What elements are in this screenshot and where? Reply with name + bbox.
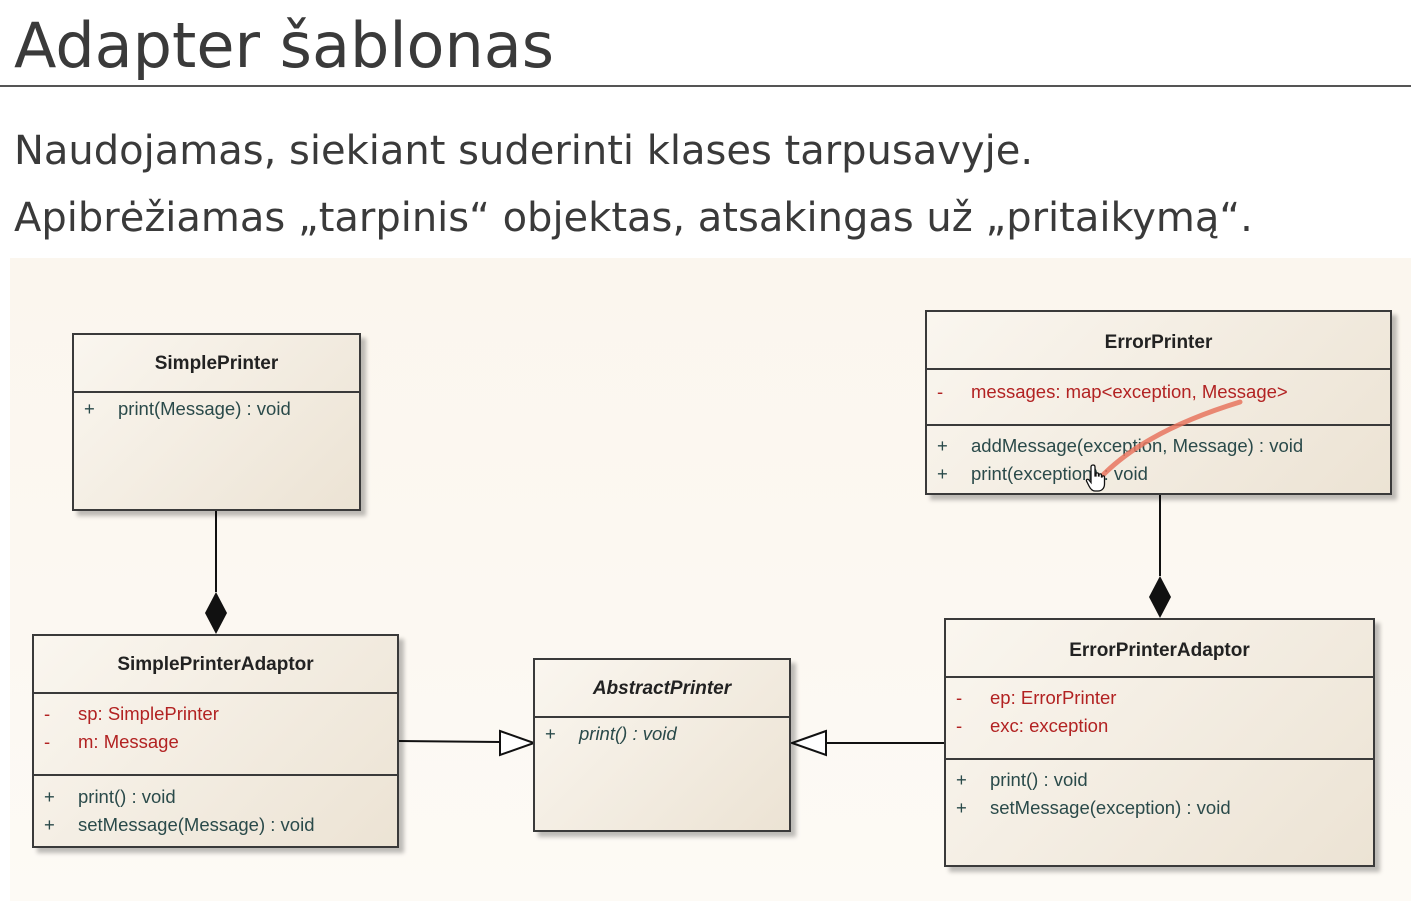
class-error-printer-adaptor[interactable]: ErrorPrinterAdaptor - ep: ErrorPrinter -… [944, 618, 1375, 867]
operation-set-message: + setMessage(exception) : void [956, 797, 1231, 818]
attribute-m: - m: Message [44, 731, 179, 752]
class-name: SimplePrinterAdaptor [34, 636, 397, 694]
generalization-arrow-simple [499, 729, 538, 757]
class-name: SimplePrinter [74, 335, 359, 393]
operations-section: + print() : void [535, 718, 789, 748]
generalization-arrow-error [788, 729, 827, 757]
hand-pointer-icon [1085, 464, 1106, 492]
operations-section: + print(Message) : void [74, 393, 359, 423]
bullet-2: Apibrėžiamas „tarpinis“ objektas, atsaki… [14, 195, 1253, 241]
operations-section: + print() : void + setMessage(Message) :… [34, 776, 397, 839]
annotation-stroke [1097, 399, 1243, 481]
class-simple-printer[interactable]: SimplePrinter + print(Message) : void [72, 333, 361, 511]
operation-print: + print() : void [956, 769, 1088, 790]
operation-set-message: + setMessage(Message) : void [44, 814, 315, 835]
attribute-exc: - exc: exception [956, 715, 1109, 736]
attribute-messages: - messages: map<exception, Message> [937, 381, 1288, 402]
operation-print: + print() : void [44, 786, 176, 807]
composition-diamond-simple [205, 592, 227, 634]
class-simple-printer-adaptor[interactable]: SimplePrinterAdaptor - sp: SimplePrinter… [32, 634, 399, 848]
operation-print: + print(Message) : void [84, 398, 291, 419]
attribute-sp: - sp: SimplePrinter [44, 703, 219, 724]
class-name: ErrorPrinter [927, 312, 1390, 370]
class-name: AbstractPrinter [535, 660, 789, 718]
operation-print: + print() : void [545, 723, 677, 744]
generalization-line-simple [397, 740, 501, 743]
operations-section: + print() : void + setMessage(exception)… [946, 760, 1373, 822]
class-name: ErrorPrinterAdaptor [946, 620, 1373, 678]
bullet-1: Naudojamas, siekiant suderinti klases ta… [14, 128, 1034, 174]
attribute-ep: - ep: ErrorPrinter [956, 687, 1117, 708]
title-divider [0, 85, 1411, 87]
class-abstract-printer[interactable]: AbstractPrinter + print() : void [533, 658, 791, 832]
composition-diamond-error [1149, 576, 1171, 618]
attributes-section: - sp: SimplePrinter - m: Message [34, 694, 397, 776]
slide-title: Adapter šablonas [14, 9, 555, 82]
attributes-section: - ep: ErrorPrinter - exc: exception [946, 678, 1373, 760]
attributes-section: - messages: map<exception, Message> [927, 370, 1390, 426]
